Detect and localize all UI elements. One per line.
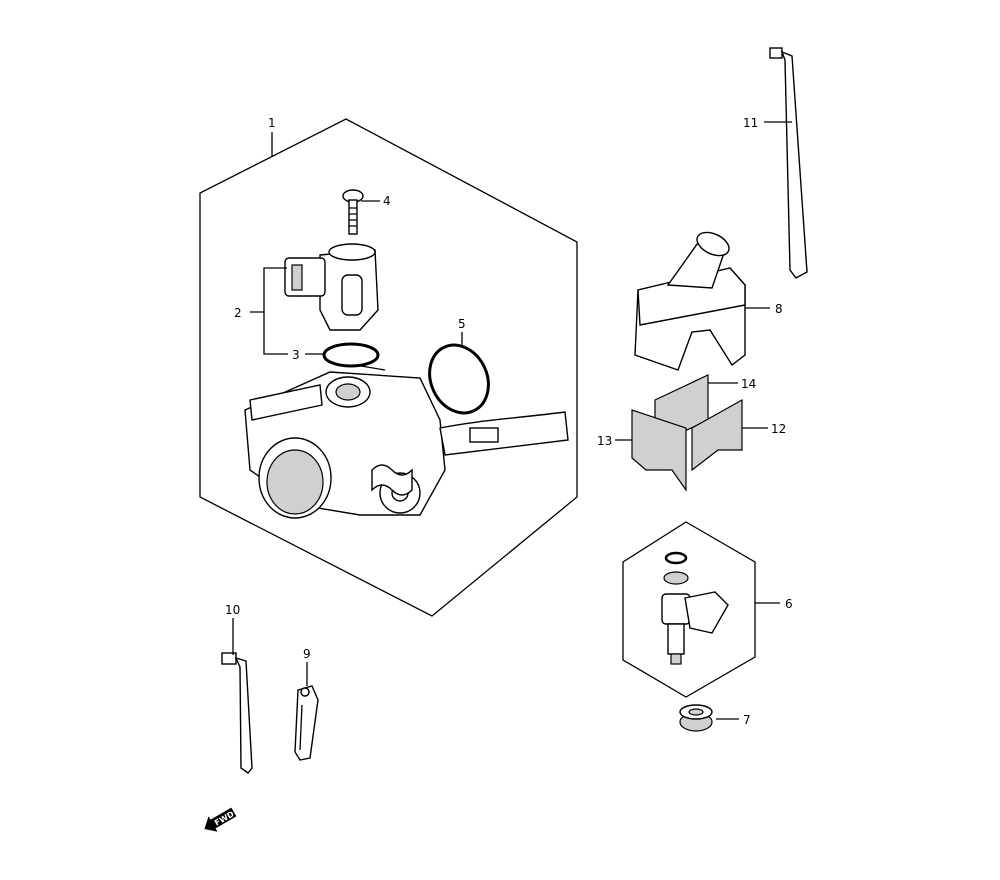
cap-part[interactable]	[679, 704, 713, 732]
pad-part-12[interactable]	[691, 398, 743, 472]
o-ring-part-3[interactable]	[322, 342, 380, 368]
forward-direction-arrow-icon: FWD	[204, 807, 237, 832]
clamp-part-9[interactable]	[294, 685, 319, 761]
callout-5: 5	[458, 317, 466, 331]
fuel-injector-part[interactable]	[661, 551, 729, 665]
clamp-part-10[interactable]	[221, 652, 253, 774]
callout-12: 12	[771, 422, 786, 436]
callout-2: 2	[234, 306, 242, 320]
o-ring-part-5[interactable]	[419, 335, 499, 422]
callout-4: 4	[383, 194, 391, 208]
throttle-position-sensor-part[interactable]	[284, 243, 379, 331]
leader-lines	[232, 121, 792, 720]
throttle-body-part[interactable]	[244, 359, 569, 519]
intake-boot-part[interactable]	[634, 228, 746, 371]
callout-7: 7	[743, 713, 751, 727]
callout-1: 1	[268, 116, 276, 130]
callout-3: 3	[292, 348, 300, 362]
callout-6: 6	[785, 597, 793, 611]
assembly-outline-injector	[622, 521, 756, 698]
callout-11: 11	[743, 116, 758, 130]
callout-8: 8	[775, 302, 783, 316]
callout-13: 13	[597, 434, 612, 448]
assembly-outline-throttle-body	[199, 118, 578, 617]
screw-part[interactable]	[342, 189, 364, 235]
callout-14: 14	[741, 377, 756, 391]
callout-10: 10	[225, 603, 240, 617]
pad-part-13[interactable]	[631, 409, 687, 492]
clamp-part-11[interactable]	[769, 47, 808, 279]
callout-9: 9	[303, 647, 311, 661]
